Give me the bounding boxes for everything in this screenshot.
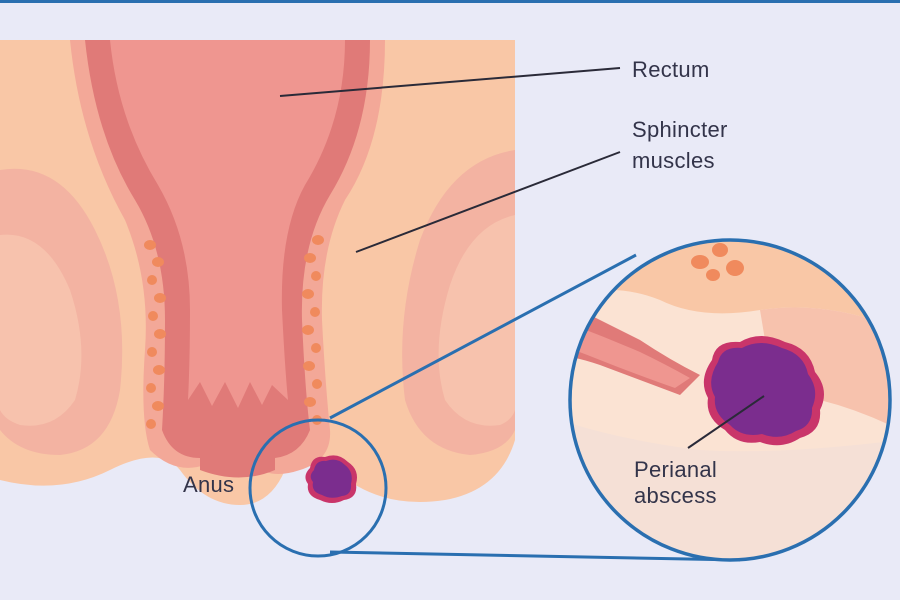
rectum-lumen (110, 40, 345, 408)
anal-canal (200, 440, 275, 478)
rectum-leader (279, 67, 621, 97)
label-abscess-line2: abscess (634, 483, 717, 508)
left-muscle-inner (0, 234, 82, 426)
label-rectum: Rectum (632, 57, 710, 82)
sphincter-leader (355, 151, 621, 253)
callout-connectors (329, 253, 741, 562)
small-abscess (305, 455, 357, 503)
label-sphincter-line1: Sphincter (632, 117, 728, 142)
label-sphincter-line2: muscles (632, 148, 715, 173)
zoom-callout-ring (568, 238, 892, 562)
zoom-view (568, 238, 892, 562)
label-anus: Anus (183, 472, 234, 497)
top-border (0, 0, 900, 3)
pelvic-cross-section (0, 40, 515, 505)
leader-lines (279, 67, 765, 449)
small-callout-ring (248, 418, 388, 558)
left-gland-strip (144, 240, 166, 429)
right-muscle-inner (438, 215, 515, 426)
label-abscess-line1: Perianal (634, 457, 717, 482)
right-gland-strip (302, 235, 324, 425)
abscess-leader (687, 395, 765, 449)
